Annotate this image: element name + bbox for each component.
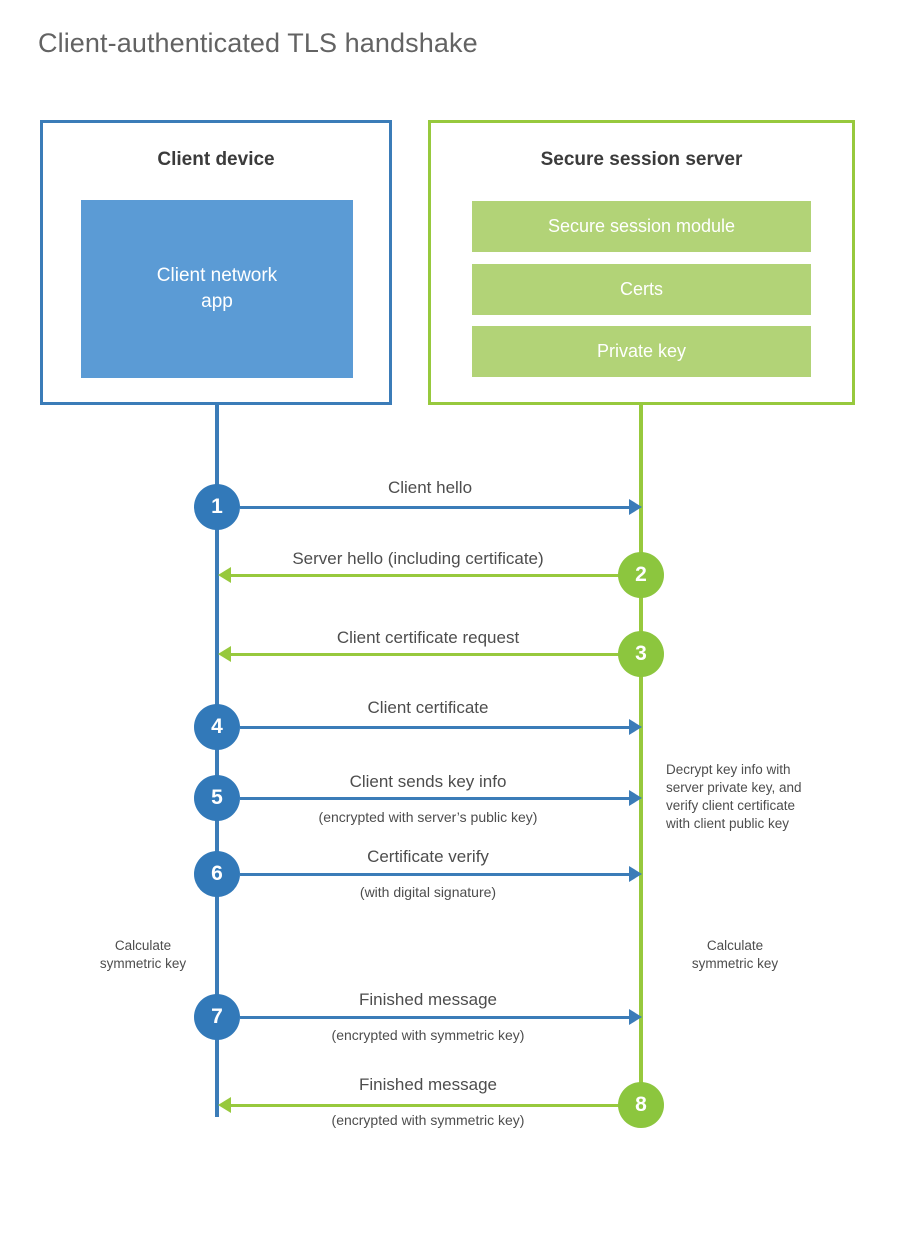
step-8-label: Finished message	[359, 1075, 497, 1094]
client-device-box: Client device Client network app	[40, 120, 392, 405]
step-4-label: Client certificate	[367, 698, 489, 717]
server-calculate-symmetric-key-note: Calculate symmetric key	[691, 938, 779, 971]
step-7-sublabel: (encrypted with symmetric key)	[331, 1027, 525, 1043]
step-5-marker[interactable]: 5	[194, 775, 240, 821]
step-3-arrow-line	[230, 653, 620, 656]
step-1-arrow-line	[240, 506, 632, 509]
step-8-arrow-line	[230, 1104, 620, 1107]
page-title: Client-authenticated TLS handshake	[38, 28, 478, 58]
step-7-marker[interactable]: 7	[194, 994, 240, 1040]
step-7-arrow-line	[240, 1016, 632, 1019]
client-device-title: Client device	[157, 149, 275, 170]
step-8-arrow-head-icon	[218, 1097, 231, 1113]
step-6-arrow-head-icon	[629, 866, 642, 882]
step-8-marker[interactable]: 8	[618, 1082, 664, 1128]
secure-session-server-box: Secure session server Secure session mod…	[428, 120, 855, 405]
step-5-arrow-line	[240, 797, 632, 800]
server-component-secure-session-module: Secure session module	[472, 201, 811, 252]
step-2-arrow-line	[230, 574, 620, 577]
step-6-marker[interactable]: 6	[194, 851, 240, 897]
step-3-marker[interactable]: 3	[618, 631, 664, 677]
step-4-arrow-line	[240, 726, 632, 729]
step-5-sublabel: (encrypted with server’s public key)	[318, 809, 538, 825]
server-decrypt-note: Decrypt key info with server private key…	[666, 762, 802, 831]
step-3-arrow-head-icon	[218, 646, 231, 662]
secure-session-server-title: Secure session server	[540, 149, 743, 170]
step-7-label: Finished message	[359, 990, 497, 1009]
step-1-marker[interactable]: 1	[194, 484, 240, 530]
step-2-arrow-head-icon	[218, 567, 231, 583]
step-4-marker[interactable]: 4	[194, 704, 240, 750]
step-3-label: Client certificate request	[336, 628, 520, 647]
step-2-marker[interactable]: 2	[618, 552, 664, 598]
server-component-private-key: Private key	[472, 326, 811, 377]
server-lifeline	[639, 405, 643, 1105]
client-calculate-symmetric-key-note: Calculate symmetric key	[99, 938, 187, 971]
step-5-arrow-head-icon	[629, 790, 642, 806]
client-lifeline	[215, 405, 219, 1117]
step-1-arrow-head-icon	[629, 499, 642, 515]
server-component-certs: Certs	[472, 264, 811, 315]
step-6-label: Certificate verify	[367, 847, 489, 866]
step-5-label: Client sends key info	[349, 772, 507, 791]
step-6-arrow-line	[240, 873, 632, 876]
step-4-arrow-head-icon	[629, 719, 642, 735]
step-1-label: Client hello	[387, 478, 473, 497]
step-6-sublabel: (with digital signature)	[359, 884, 497, 900]
step-8-sublabel: (encrypted with symmetric key)	[331, 1112, 525, 1128]
step-2-label: Server hello (including certificate)	[292, 549, 544, 568]
client-network-app-block: Client network app	[81, 200, 353, 378]
step-7-arrow-head-icon	[629, 1009, 642, 1025]
